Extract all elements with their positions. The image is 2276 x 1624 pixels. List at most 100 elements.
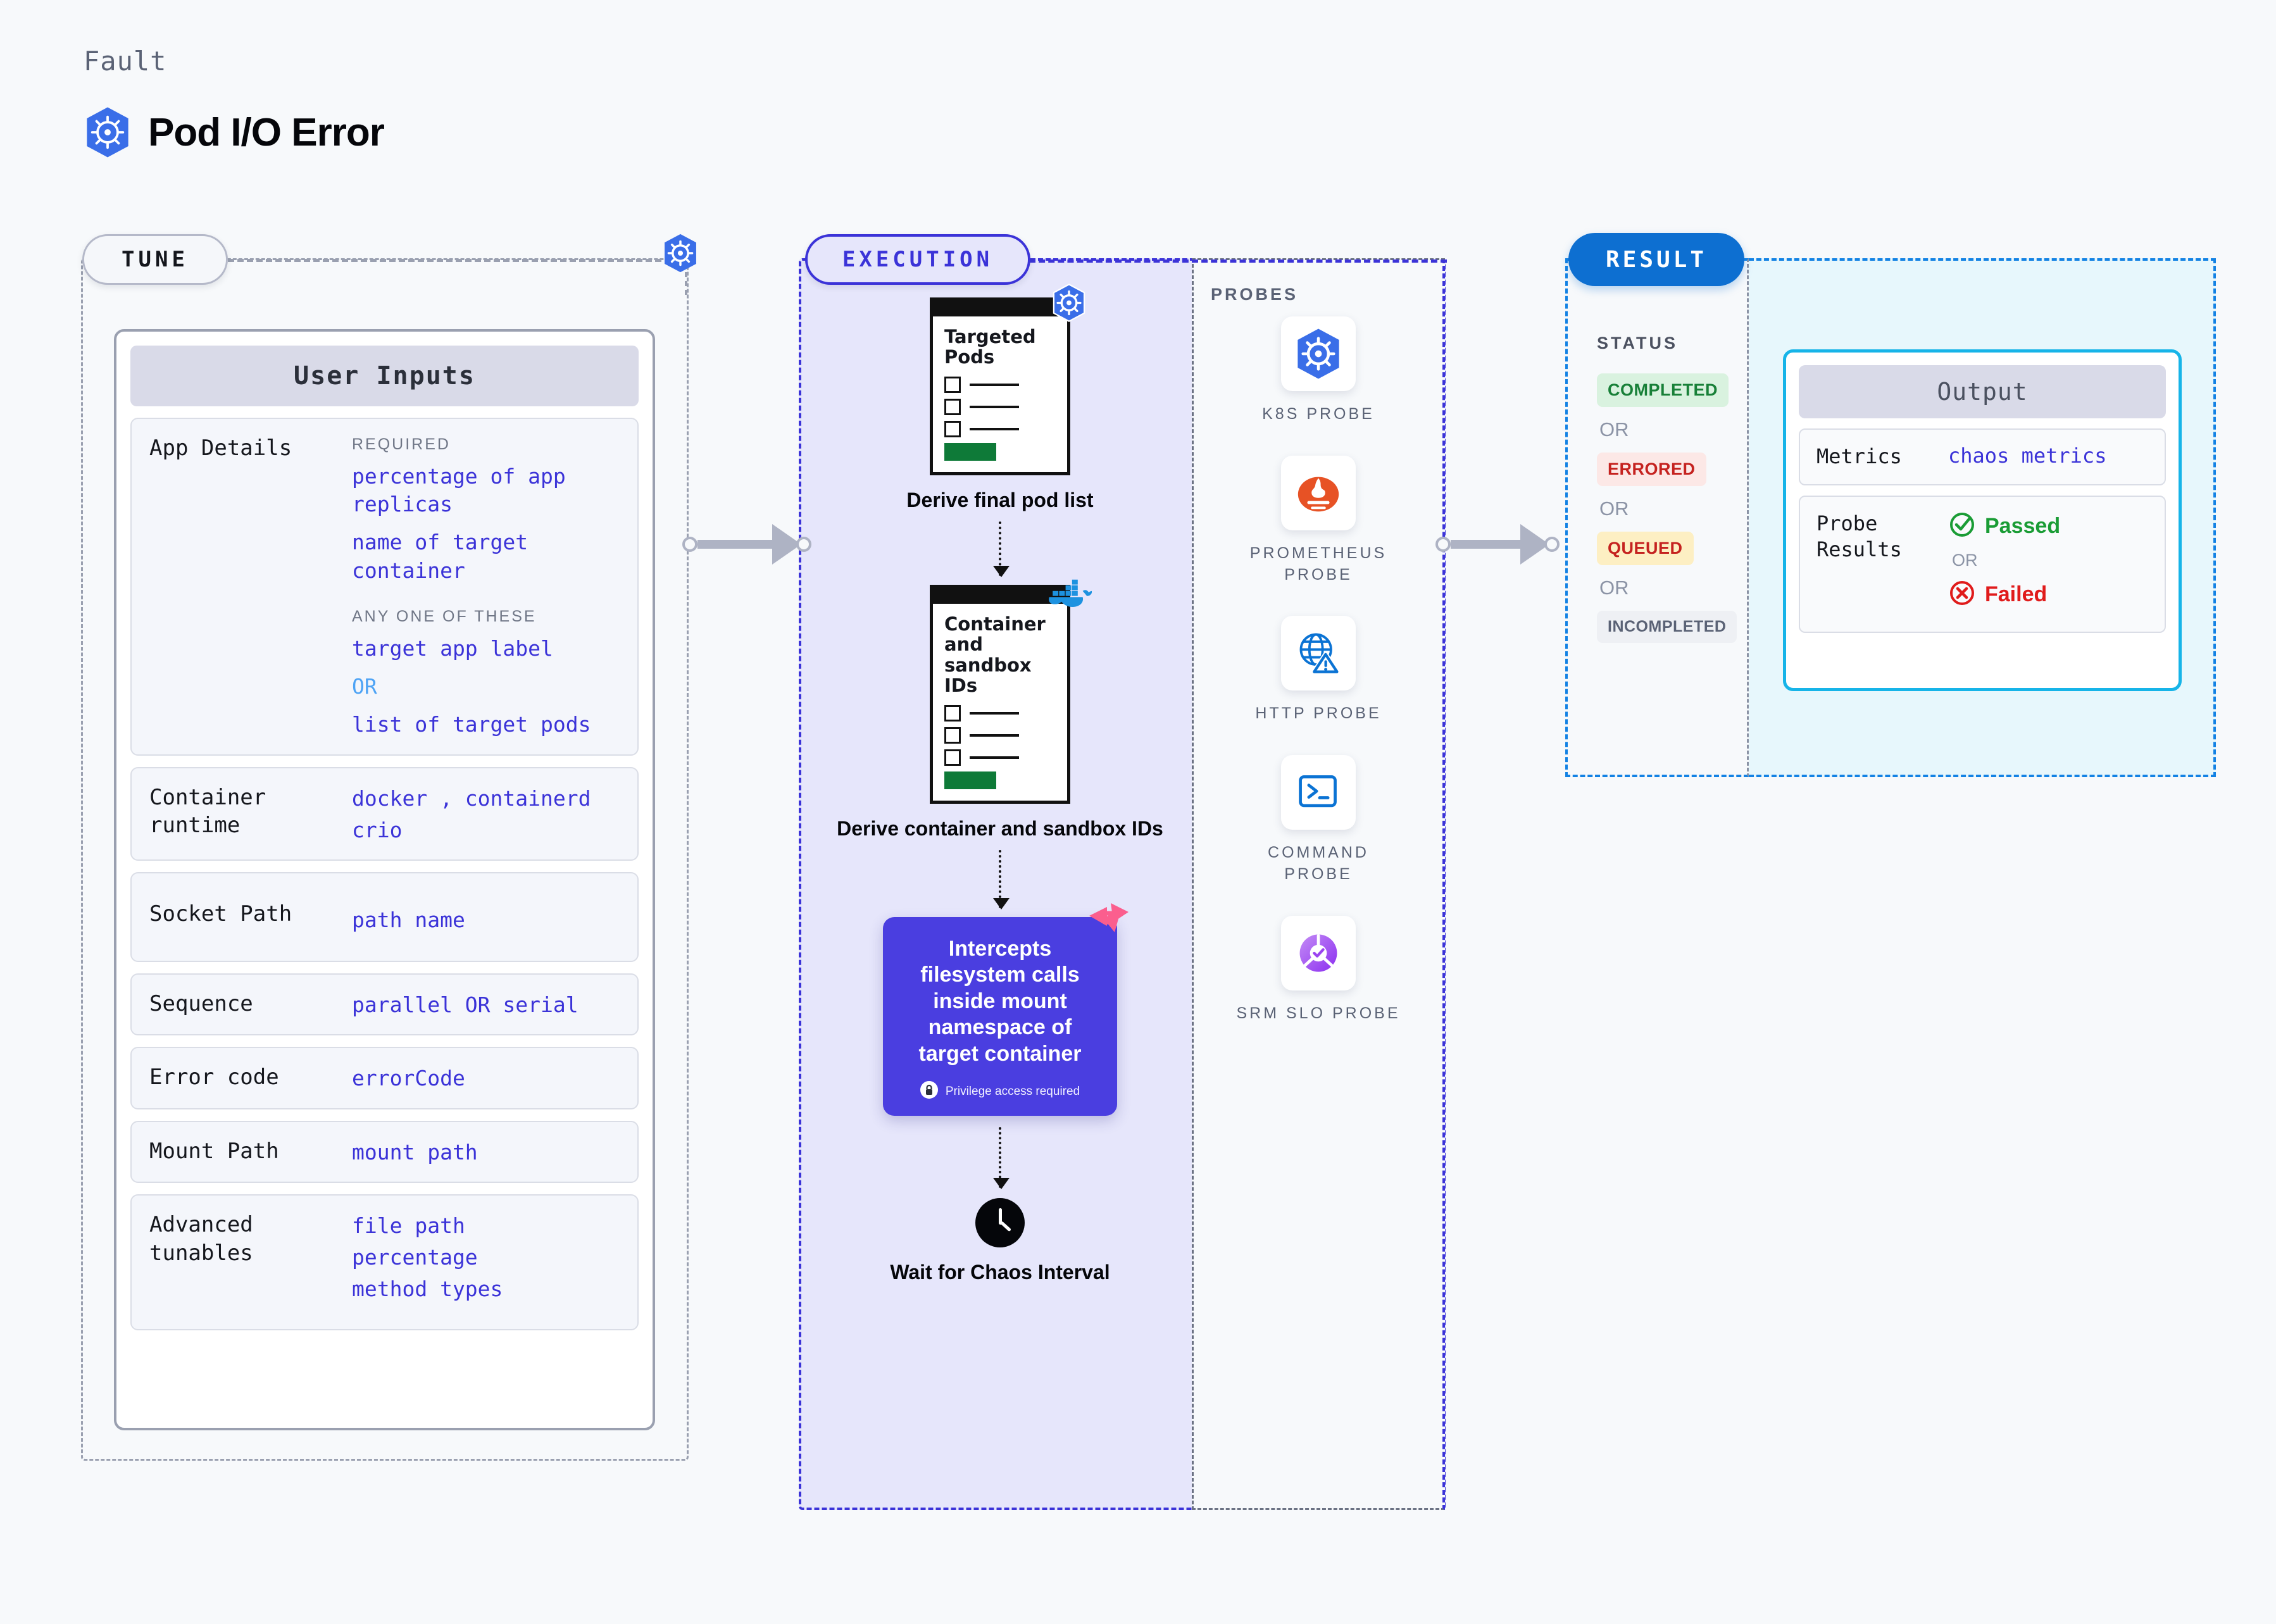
fault-title-row: Pod I/O Error bbox=[84, 106, 385, 158]
input-value: target app label bbox=[352, 635, 553, 661]
user-inputs-title: User Inputs bbox=[130, 346, 639, 406]
checkbox-icon bbox=[944, 749, 961, 766]
output-title: Output bbox=[1799, 365, 2166, 418]
probe-tile bbox=[1281, 455, 1356, 530]
status-list: COMPLETED OR ERRORED OR QUEUED OR INCOMP… bbox=[1597, 373, 1742, 643]
probes-list: K8S PROBE PROMETHEUS PROBE bbox=[1236, 316, 1401, 1054]
probe-tile bbox=[1281, 755, 1356, 830]
connector-dot bbox=[796, 537, 811, 552]
checklist-line bbox=[944, 704, 1056, 721]
checklist-line bbox=[944, 749, 1056, 766]
output-card: Output Metrics chaos metrics Probe Resul… bbox=[1783, 349, 2182, 691]
fault-kicker: Fault bbox=[84, 46, 167, 77]
tune-label: TUNE bbox=[82, 234, 228, 285]
input-row-mount-path: Mount Path mount path bbox=[130, 1120, 639, 1183]
probe-label: PROMETHEUS PROBE bbox=[1249, 544, 1387, 584]
rule-line bbox=[970, 734, 1019, 737]
section-label-required: REQUIRED bbox=[352, 435, 451, 453]
failed-label: Failed bbox=[1985, 582, 2048, 606]
flow-arrow bbox=[993, 521, 1010, 577]
progress-bar bbox=[944, 771, 996, 789]
progress-bar bbox=[944, 442, 996, 461]
passed-label: Passed bbox=[1985, 513, 2061, 538]
input-value: crio bbox=[352, 817, 403, 842]
input-value-or: OR bbox=[352, 673, 620, 701]
privilege-text: Privilege access required bbox=[945, 1084, 1080, 1098]
probe-label: SRM SLO PROBE bbox=[1236, 1004, 1401, 1022]
probe-tile bbox=[1280, 316, 1356, 391]
status-badge-errored: ERRORED bbox=[1597, 453, 1706, 486]
probes-title: PROBES bbox=[1211, 285, 1299, 304]
checklist-line bbox=[944, 398, 1056, 415]
input-key: Advanced tunables bbox=[149, 1211, 253, 1266]
status-badge-queued: QUEUED bbox=[1597, 532, 1694, 565]
probe-item-http[interactable]: HTTP PROBE bbox=[1255, 616, 1381, 725]
or-label: OR bbox=[1952, 550, 1978, 570]
input-row-container-runtime: Container runtime docker , containerd cr… bbox=[130, 766, 639, 861]
checkbox-icon bbox=[944, 727, 961, 744]
input-value: parallel OR serial bbox=[352, 992, 578, 1018]
or-label: OR bbox=[1599, 577, 1629, 599]
input-row-socket-path: Socket Path path name bbox=[130, 871, 639, 963]
user-inputs-card: User Inputs App Details REQUIRED percent… bbox=[114, 329, 655, 1430]
tune-dash-stub bbox=[685, 272, 687, 295]
checkbox-icon bbox=[944, 704, 961, 721]
connector-bar bbox=[697, 540, 773, 549]
targeted-pods-card: Targeted Pods bbox=[930, 284, 1085, 475]
probe-item-prometheus[interactable]: PROMETHEUS PROBE bbox=[1236, 455, 1401, 586]
rule-line bbox=[970, 383, 1019, 386]
input-value: percentage bbox=[352, 1245, 478, 1270]
checkbox-icon bbox=[944, 376, 961, 393]
status-badge-completed: COMPLETED bbox=[1597, 373, 1729, 407]
kubernetes-icon bbox=[1051, 284, 1087, 325]
checklist-line bbox=[944, 376, 1056, 393]
input-key: Error code bbox=[149, 1065, 279, 1090]
or-token: OR bbox=[352, 674, 377, 699]
probe-item-command[interactable]: COMMAND PROBE bbox=[1236, 755, 1401, 885]
input-value: name of target container bbox=[352, 530, 528, 583]
input-value: errorCode bbox=[352, 1066, 465, 1091]
result-status-panel bbox=[1565, 258, 1749, 777]
input-key: App Details bbox=[149, 435, 292, 461]
status-badge-incompleted: INCOMPLETED bbox=[1597, 611, 1737, 643]
probe-result-passed: Passed bbox=[1948, 511, 2060, 542]
input-value: mount path bbox=[352, 1139, 478, 1165]
probe-item-k8s[interactable]: K8S PROBE bbox=[1262, 316, 1375, 425]
intercept-callout: Intercepts filesystem calls inside mount… bbox=[883, 903, 1129, 1116]
probe-item-srm-slo[interactable]: SRM SLO PROBE bbox=[1236, 915, 1401, 1025]
card-title: Targeted Pods bbox=[944, 326, 1036, 368]
input-value: list of target pods bbox=[352, 712, 591, 737]
probe-label: HTTP PROBE bbox=[1255, 704, 1382, 723]
card-titlebar bbox=[930, 584, 1070, 604]
probe-result-failed: Failed bbox=[1948, 579, 2060, 610]
checkbox-icon bbox=[944, 420, 961, 437]
input-key: Socket Path bbox=[149, 901, 292, 927]
or-label: OR bbox=[1599, 418, 1629, 440]
connector-dot bbox=[1544, 537, 1560, 552]
card-title: Container and sandbox IDs bbox=[944, 613, 1046, 697]
input-key: Container runtime bbox=[149, 784, 266, 839]
output-row-metrics: Metrics chaos metrics bbox=[1799, 428, 2166, 485]
input-key: Sequence bbox=[149, 991, 253, 1017]
rule-line bbox=[970, 711, 1019, 715]
input-value: method types bbox=[352, 1277, 503, 1302]
output-row-probe-results: Probe Results Passed OR bbox=[1799, 495, 2166, 633]
flow-arrow bbox=[993, 849, 1010, 909]
step-caption: Derive container and sandbox IDs bbox=[837, 816, 1163, 840]
checklist-line bbox=[944, 727, 1056, 744]
or-label: OR bbox=[1599, 497, 1629, 520]
input-row-advanced-tunables: Advanced tunables file path percentage m… bbox=[130, 1194, 639, 1330]
output-key: Metrics bbox=[1816, 444, 1902, 468]
output-value: chaos metrics bbox=[1948, 444, 2107, 468]
input-value: percentage of app replicas bbox=[352, 464, 566, 517]
input-row-sequence: Sequence parallel OR serial bbox=[130, 973, 639, 1036]
x-circle-icon bbox=[1948, 579, 1976, 610]
tune-dash-line bbox=[228, 259, 671, 262]
input-value: docker , containerd bbox=[352, 785, 591, 811]
flow-arrow bbox=[993, 1127, 1010, 1190]
rule-line bbox=[970, 405, 1019, 408]
container-sandbox-card: Container and sandbox IDs bbox=[930, 579, 1092, 804]
input-value: file path bbox=[352, 1213, 465, 1238]
card-titlebar bbox=[930, 297, 1070, 316]
page-title: Pod I/O Error bbox=[148, 110, 385, 154]
